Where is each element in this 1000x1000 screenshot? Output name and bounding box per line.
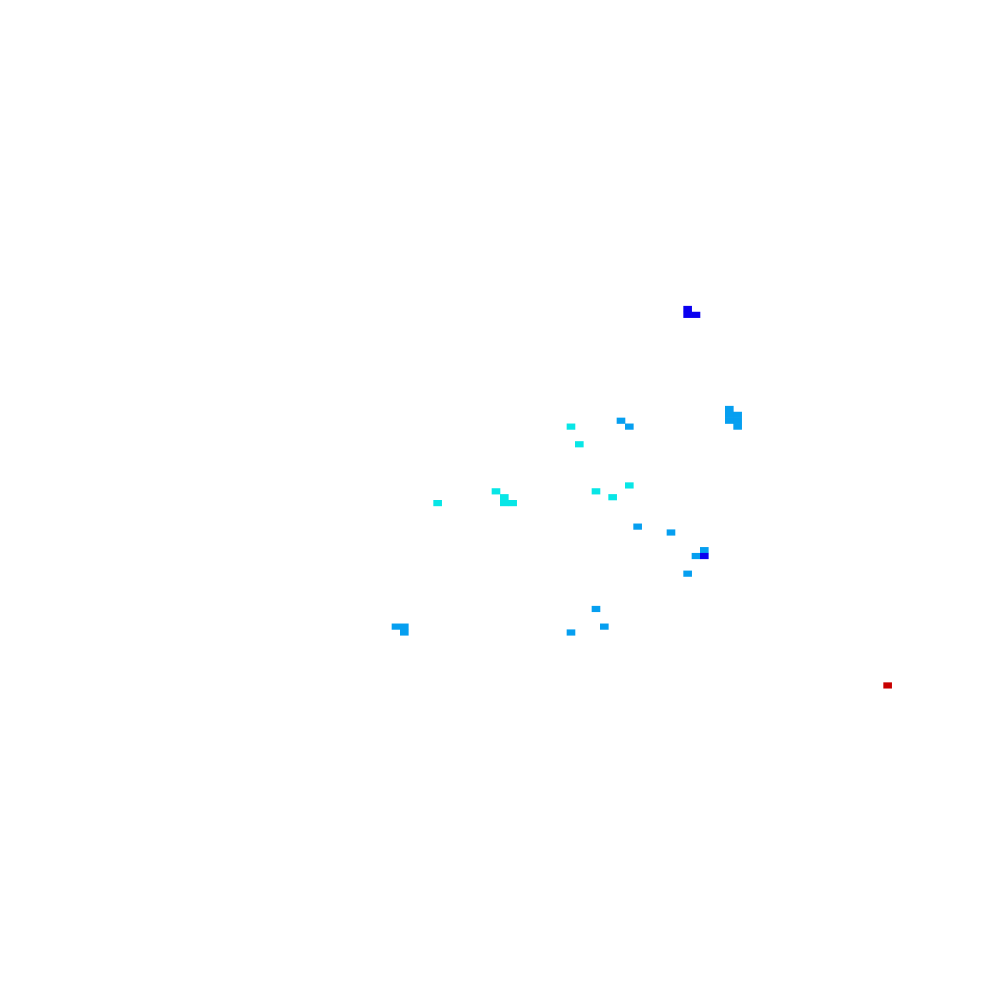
heatmap-cell <box>591 488 601 495</box>
heatmap-cell <box>725 405 734 413</box>
heatmap-cell <box>591 605 601 613</box>
heatmap-cell <box>608 494 617 501</box>
heatmap-cell <box>575 441 584 448</box>
heatmap-cell <box>433 500 442 507</box>
heatmap-cell <box>700 547 709 554</box>
heatmap-cell <box>725 417 734 424</box>
heatmap-cell <box>600 623 609 630</box>
heatmap-cell <box>683 311 692 318</box>
heatmap-cell <box>691 311 701 318</box>
heatmap-cell <box>633 523 642 530</box>
heatmap-cell <box>508 500 517 507</box>
heatmap-cell <box>725 411 734 418</box>
heatmap-cell <box>683 570 692 577</box>
heatmap-cell <box>500 494 509 501</box>
heatmap-cell <box>391 623 401 630</box>
heatmap-cell <box>700 552 709 560</box>
heatmap-cell <box>400 629 409 636</box>
heatmap-cell <box>625 482 634 489</box>
heatmap-cells <box>391 305 892 689</box>
heatmap-cell <box>625 423 634 430</box>
heatmap-cell <box>666 529 676 536</box>
heatmap-cell <box>733 417 742 424</box>
heatmap-cell <box>400 623 409 630</box>
heatmap-cell <box>491 488 501 495</box>
heatmap-cell <box>883 682 892 689</box>
heatmap-cell <box>500 500 509 507</box>
heatmap-cell <box>616 417 626 424</box>
heatmap-cell <box>683 305 692 313</box>
heatmap-cell <box>566 423 576 430</box>
heatmap-cell <box>691 552 701 560</box>
heatmap-cell <box>566 629 576 636</box>
heatmap-cell <box>733 423 742 430</box>
heatmap-cell <box>733 411 742 418</box>
